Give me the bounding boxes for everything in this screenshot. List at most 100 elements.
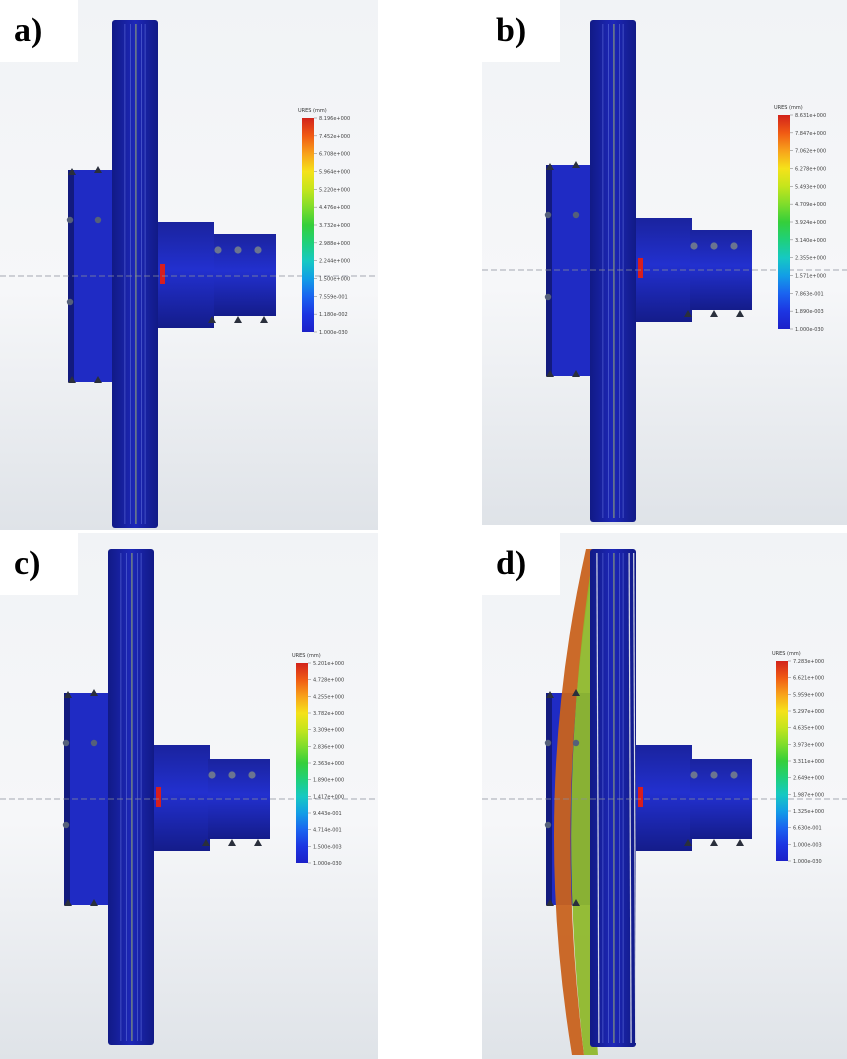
fixture-icon	[90, 899, 98, 906]
deformed-disc-inner	[571, 549, 614, 1055]
fixture-icon	[64, 691, 72, 698]
legend-tick-label: 1.500e+000	[319, 277, 350, 283]
legend-tick-label: 2.244e+000	[319, 259, 350, 265]
fixture-icon	[208, 316, 216, 323]
bolt-dot	[544, 293, 552, 301]
legend-title: URES (mm)	[774, 105, 803, 111]
legend-tick-label: 5.493e+000	[795, 184, 826, 190]
bolt-dot	[66, 298, 74, 306]
legend-title: URES (mm)	[298, 108, 327, 114]
legend-tick-label: 1.325e+000	[793, 809, 824, 815]
legend-tick-label: 3.732e+000	[319, 223, 350, 229]
fea-model-c: URES (mm)5.201e+0004.728e+0004.255e+0003…	[0, 533, 378, 1059]
bolt-dot	[690, 771, 698, 779]
load-marker	[160, 264, 165, 284]
bolt-dot	[228, 771, 236, 779]
legend-tick-label: 1.000e-030	[795, 327, 824, 333]
legend-tick-label: 2.363e+000	[313, 761, 344, 767]
legend-tick-label: 1.000e-030	[313, 861, 342, 867]
legend-tick-label: 3.140e+000	[795, 238, 826, 244]
legend-tick-label: 1.000e-030	[319, 330, 348, 336]
legend-title: URES (mm)	[292, 653, 321, 659]
panel-label-a: a)	[0, 0, 78, 62]
fea-model-b: URES (mm)8.631e+0007.847e+0007.062e+0006…	[482, 0, 847, 525]
fixture-icon	[684, 839, 692, 846]
legend-tick-label: 4.709e+000	[795, 202, 826, 208]
legend-tick-label: 4.476e+000	[319, 205, 350, 211]
bolt-dot	[730, 771, 738, 779]
fixture-icon	[254, 839, 262, 846]
legend-tick-label: 1.571e+000	[795, 274, 826, 280]
legend-tick-label: 2.988e+000	[319, 241, 350, 247]
bolt-dot	[710, 771, 718, 779]
fixture-icon	[64, 899, 72, 906]
fixture-icon	[572, 161, 580, 168]
shaft-section	[158, 222, 214, 328]
main-disc	[590, 20, 636, 522]
fixture-icon	[710, 839, 718, 846]
fixture-icon	[572, 689, 580, 696]
legend-colorbar	[778, 115, 790, 329]
legend-tick-label: 6.630e-001	[793, 826, 822, 832]
legend-tick-label: 5.201e+000	[313, 661, 344, 667]
legend-tick-label: 6.708e+000	[319, 152, 350, 158]
legend-tick-label: 1.890e-003	[795, 309, 824, 315]
bolt-dot	[234, 246, 242, 254]
left-hub-edge	[68, 170, 74, 382]
bolt-dot	[572, 739, 580, 747]
legend-colorbar	[296, 663, 308, 863]
fixture-icon	[546, 370, 554, 377]
bolt-dot	[710, 242, 718, 250]
legend-tick-label: 7.559e-001	[319, 294, 348, 300]
legend-tick-label: 4.635e+000	[793, 726, 824, 732]
fixture-icon	[260, 316, 268, 323]
legend-tick-label: 2.649e+000	[793, 776, 824, 782]
fea-model-d: URES (mm)7.283e+0006.621e+0005.959e+0005…	[482, 533, 847, 1059]
left-hub	[546, 165, 590, 376]
legend-tick-label: 8.196e+000	[319, 116, 350, 122]
left-hub-edge	[546, 165, 552, 376]
legend-tick-label: 2.836e+000	[313, 744, 344, 750]
bolt-dot	[544, 821, 552, 829]
panel-label-c: c)	[0, 533, 78, 595]
bolt-dot	[94, 216, 102, 224]
main-disc	[108, 549, 154, 1045]
legend-title: URES (mm)	[772, 651, 801, 657]
disc-outline-line	[628, 552, 632, 1044]
fixture-icon	[234, 316, 242, 323]
legend-tick-label: 5.220e+000	[319, 187, 350, 193]
fixture-icon	[228, 839, 236, 846]
legend-tick-label: 5.959e+000	[793, 692, 824, 698]
legend-tick-label: 5.297e+000	[793, 709, 824, 715]
legend-tick-label: 1.000e-030	[793, 859, 822, 865]
legend-tick-label: 9.443e-001	[313, 811, 342, 817]
fixture-icon	[94, 166, 102, 173]
legend-tick-label: 8.631e+000	[795, 113, 826, 119]
legend-tick-label: 7.062e+000	[795, 149, 826, 155]
legend-colorbar	[776, 661, 788, 861]
legend-tick-label: 4.255e+000	[313, 694, 344, 700]
fixture-icon	[710, 310, 718, 317]
legend-tick-label: 1.890e+000	[313, 778, 344, 784]
fixture-icon	[546, 163, 554, 170]
bolt-dot	[214, 246, 222, 254]
legend-tick-label: 4.714e-001	[313, 828, 342, 834]
fixture-icon	[572, 899, 580, 906]
legend-tick-label: 3.311e+000	[793, 759, 824, 765]
legend-tick-label: 6.621e+000	[793, 676, 824, 682]
fixture-icon	[90, 689, 98, 696]
legend-tick-label: 2.355e+000	[795, 256, 826, 262]
legend-tick-label: 1.000e-003	[793, 842, 822, 848]
shaft-tail	[214, 234, 276, 316]
disc-outline-line	[596, 552, 600, 1044]
main-disc	[590, 549, 636, 1047]
bolt-dot	[544, 739, 552, 747]
legend-tick-label: 3.782e+000	[313, 711, 344, 717]
shaft-section	[154, 745, 210, 851]
legend-tick-label: 7.847e+000	[795, 131, 826, 137]
fixture-icon	[68, 168, 76, 175]
load-marker	[638, 258, 643, 278]
panel-label-d: d)	[482, 533, 560, 595]
